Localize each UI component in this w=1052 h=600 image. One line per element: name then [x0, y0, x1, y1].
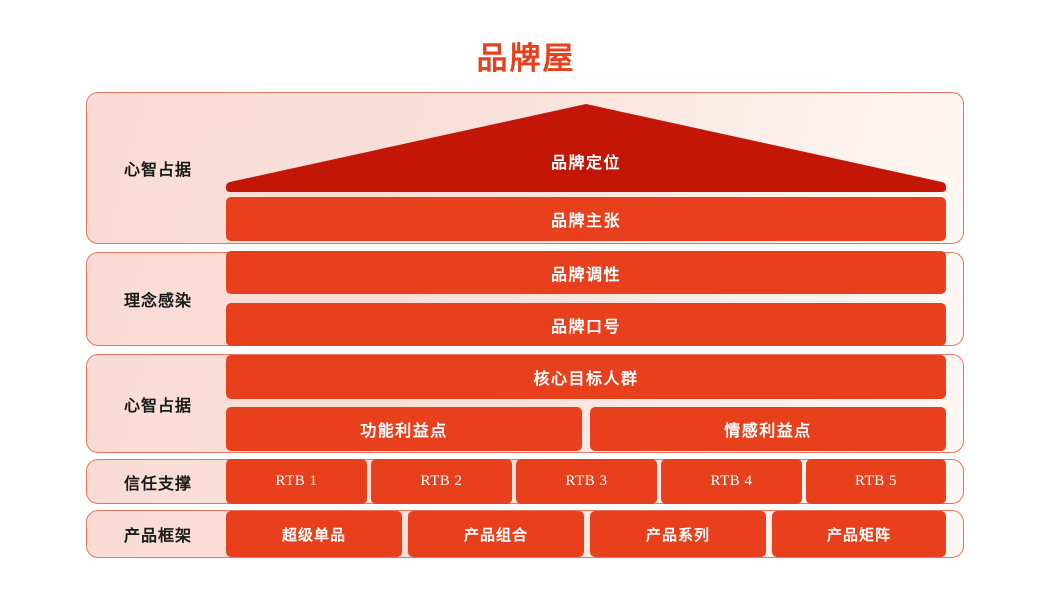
bar-rtb-1: RTB 1	[226, 459, 367, 504]
bar-product-combination: 产品组合	[408, 511, 584, 557]
bar-product-series: 产品系列	[590, 511, 766, 557]
bar-product-matrix: 产品矩阵	[772, 511, 946, 557]
section-label-4: 信任支撑	[123, 475, 192, 493]
bar-core-target-audience: 核心目标人群	[226, 355, 946, 399]
section-label-1: 心智占据	[123, 162, 192, 179]
bar-emotional-benefit: 情感利益点	[590, 407, 946, 451]
section-label-3: 心智占据	[123, 397, 192, 415]
roof-shape-brand-positioning: 品牌定位	[226, 104, 946, 192]
page-title: 品牌屋	[476, 41, 576, 76]
bar-super-single-product: 超级单品	[226, 511, 402, 557]
bar-rtb-5: RTB 5	[806, 459, 946, 504]
bar-rtb-4: RTB 4	[661, 459, 802, 504]
bar-brand-tonality: 品牌调性	[226, 251, 946, 294]
bar-brand-slogan: 品牌口号	[226, 303, 946, 346]
bar-brand-proposition: 品牌主张	[226, 197, 946, 241]
section-label-2: 理念感染	[123, 293, 192, 310]
bar-rtb-3: RTB 3	[516, 459, 657, 504]
bar-functional-benefit: 功能利益点	[226, 407, 582, 451]
bar-rtb-2: RTB 2	[371, 459, 512, 504]
section-label-5: 产品框架	[123, 528, 192, 545]
